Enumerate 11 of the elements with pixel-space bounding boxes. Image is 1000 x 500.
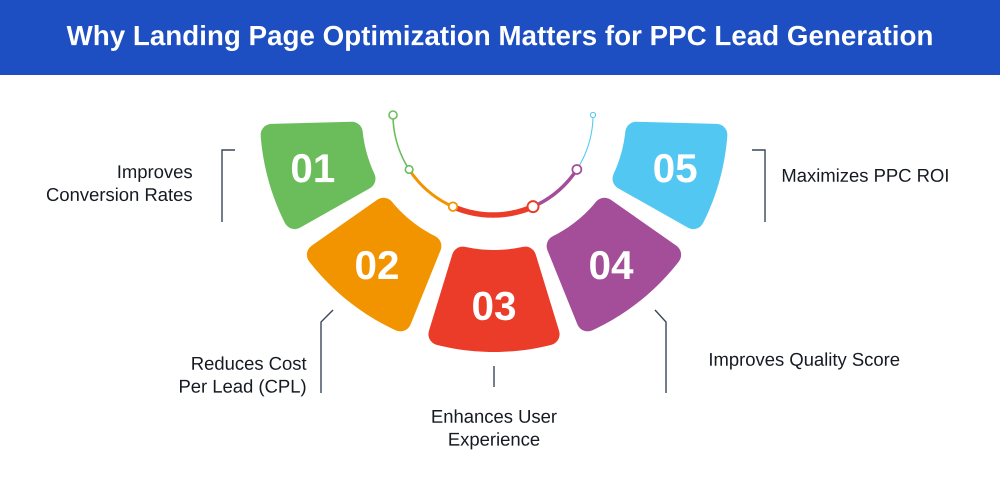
description-text: Enhances User Experience: [432, 409, 557, 450]
numbered-segment: 04: [546, 198, 682, 332]
numbered-segment: 02: [306, 198, 442, 332]
description-text: Maximizes PPC ROI: [782, 168, 948, 182]
title-banner: Why Landing Page Optimization Matters for PPC Lead Generation: [0, 0, 1000, 75]
description-text: Improves Quality Score: [710, 352, 900, 370]
numbered-segment: 05: [612, 122, 728, 230]
description-text: Improves Conversion Rates: [46, 165, 192, 202]
numbered-segment: 03: [428, 246, 560, 352]
description-text: Reduces Cost Per Lead (CPL): [180, 356, 306, 396]
numbered-segment: 01: [260, 122, 376, 230]
